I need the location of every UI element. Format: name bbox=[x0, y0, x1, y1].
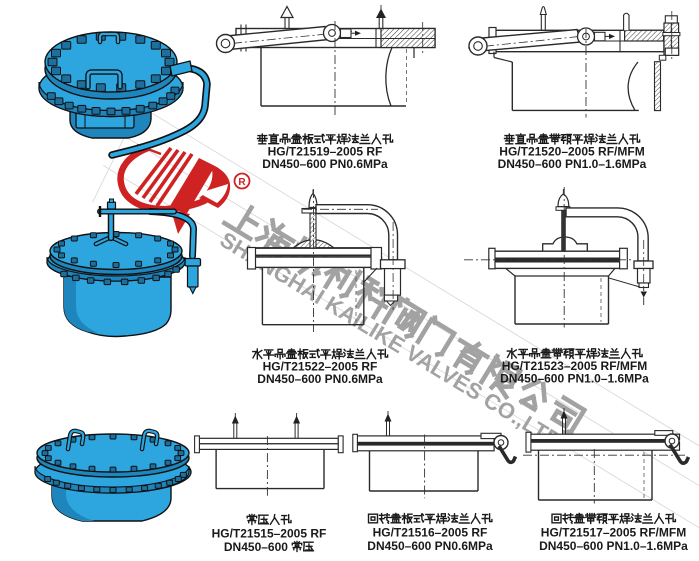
svg-text:R: R bbox=[238, 177, 246, 188]
svg-text:DN450–600: DN450–600 bbox=[224, 540, 291, 554]
svg-text:DN450–600 PN1.0–1.6MPa: DN450–600 PN1.0–1.6MPa bbox=[500, 372, 649, 386]
svg-text:HG/T21523–2005 RF/MFM: HG/T21523–2005 RF/MFM bbox=[502, 359, 647, 373]
svg-text:HG/T21515–2005 RF: HG/T21515–2005 RF bbox=[212, 526, 327, 540]
svg-text:HG/T21520–2005 RF/MFM: HG/T21520–2005 RF/MFM bbox=[499, 145, 644, 159]
svg-text:HG/T21517–2005 RF/MFM: HG/T21517–2005 RF/MFM bbox=[541, 525, 686, 539]
svg-text:DN450–600 PN0.6MPa: DN450–600 PN0.6MPa bbox=[262, 157, 388, 171]
svg-text:DN450–600 PN0.6MPa: DN450–600 PN0.6MPa bbox=[257, 372, 383, 386]
svg-text:HG/T21522–2005 RF: HG/T21522–2005 RF bbox=[263, 360, 378, 374]
svg-text:DN450–600 PN1.0–1.6MPa: DN450–600 PN1.0–1.6MPa bbox=[539, 539, 688, 553]
svg-text:HG/T21516–2005 RF: HG/T21516–2005 RF bbox=[373, 525, 488, 539]
svg-text:HG/T21519–2005 RF: HG/T21519–2005 RF bbox=[268, 145, 383, 159]
svg-text:DN450–600 PN1.0–1.6MPa: DN450–600 PN1.0–1.6MPa bbox=[498, 157, 647, 171]
svg-text:DN450–600 PN0.6MPa: DN450–600 PN0.6MPa bbox=[367, 539, 493, 553]
